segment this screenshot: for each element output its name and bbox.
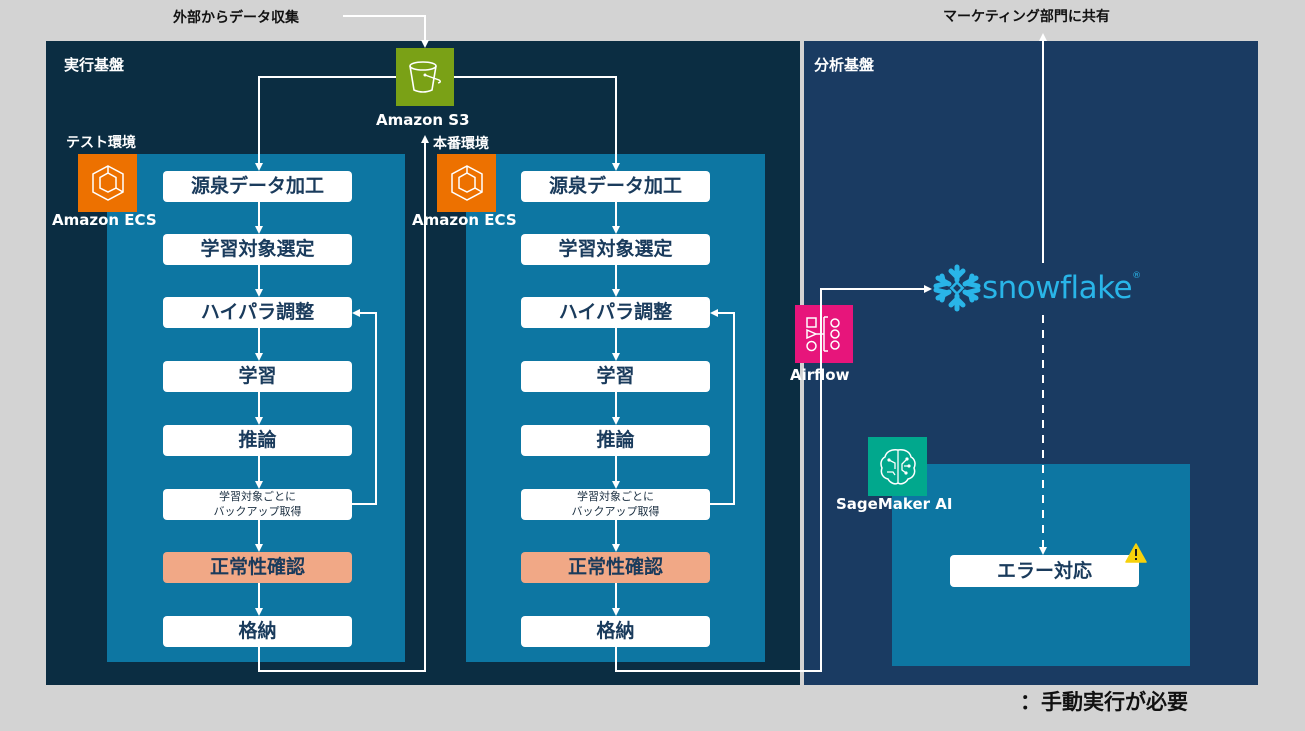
test-environment-box: [107, 154, 405, 662]
test-step-target-selection[interactable]: 学習対象選定: [163, 234, 352, 265]
platform-divider: [800, 41, 804, 685]
prod-step-training[interactable]: 学習: [521, 361, 710, 392]
warning-icon: [1125, 543, 1147, 563]
s3-label: Amazon S3: [376, 111, 470, 129]
s3-service-tile[interactable]: [396, 48, 454, 106]
test-step-source-processing[interactable]: 源泉データ加工: [163, 171, 352, 202]
production-environment-box: [466, 154, 765, 662]
production-environment-label: 本番環境: [433, 136, 489, 152]
registered-mark: ®: [1132, 271, 1142, 281]
test-step-health-check[interactable]: 正常性確認: [163, 552, 352, 583]
test-step-inference[interactable]: 推論: [163, 425, 352, 456]
execution-platform-title: 実行基盤: [64, 56, 125, 74]
prod-step-inference[interactable]: 推論: [521, 425, 710, 456]
airflow-service-tile[interactable]: [795, 305, 853, 363]
prod-step-source-processing[interactable]: 源泉データ加工: [521, 171, 710, 202]
prod-step-backup[interactable]: 学習対象ごとに バックアップ取得: [521, 489, 710, 520]
snowflake-icon: [933, 264, 981, 312]
prod-step-health-check[interactable]: 正常性確認: [521, 552, 710, 583]
prod-step-hyperparameter-tuning[interactable]: ハイパラ調整: [521, 297, 710, 328]
airflow-icon: [806, 316, 840, 352]
sagemaker-icon: [879, 448, 916, 485]
test-step-training[interactable]: 学習: [163, 361, 352, 392]
test-step-backup[interactable]: 学習対象ごとに バックアップ取得: [163, 489, 352, 520]
s3-bucket-icon: [409, 61, 441, 93]
snowflake-wordmark: snowflake: [982, 270, 1133, 306]
ecs-test-label: Amazon ECS: [52, 211, 157, 229]
prod-step-store[interactable]: 格納: [521, 616, 710, 647]
prod-step-target-selection[interactable]: 学習対象選定: [521, 234, 710, 265]
snowflake-logo[interactable]: snowflake ®: [932, 263, 1141, 313]
sagemaker-label: SageMaker AI: [836, 495, 953, 513]
marketing-share-label: マーケティング部門に共有: [943, 9, 1110, 25]
ecs-prod-service-tile[interactable]: [437, 154, 496, 212]
legend-manual-execution: ：手動実行が必要: [1020, 690, 1188, 714]
test-environment-label: テスト環境: [66, 135, 136, 151]
ecs-prod-label: Amazon ECS: [412, 211, 517, 229]
analysis-platform-title: 分析基盤: [814, 56, 875, 74]
airflow-label: Airflow: [790, 366, 850, 384]
data-collection-label: 外部からデータ収集: [173, 10, 299, 26]
test-step-hyperparameter-tuning[interactable]: ハイパラ調整: [163, 297, 352, 328]
ecs-icon: [91, 165, 124, 201]
ecs-icon: [450, 165, 483, 201]
error-handling-step[interactable]: エラー対応: [950, 555, 1139, 587]
test-step-store[interactable]: 格納: [163, 616, 352, 647]
sagemaker-service-tile[interactable]: [868, 437, 927, 496]
ecs-test-service-tile[interactable]: [78, 154, 137, 212]
